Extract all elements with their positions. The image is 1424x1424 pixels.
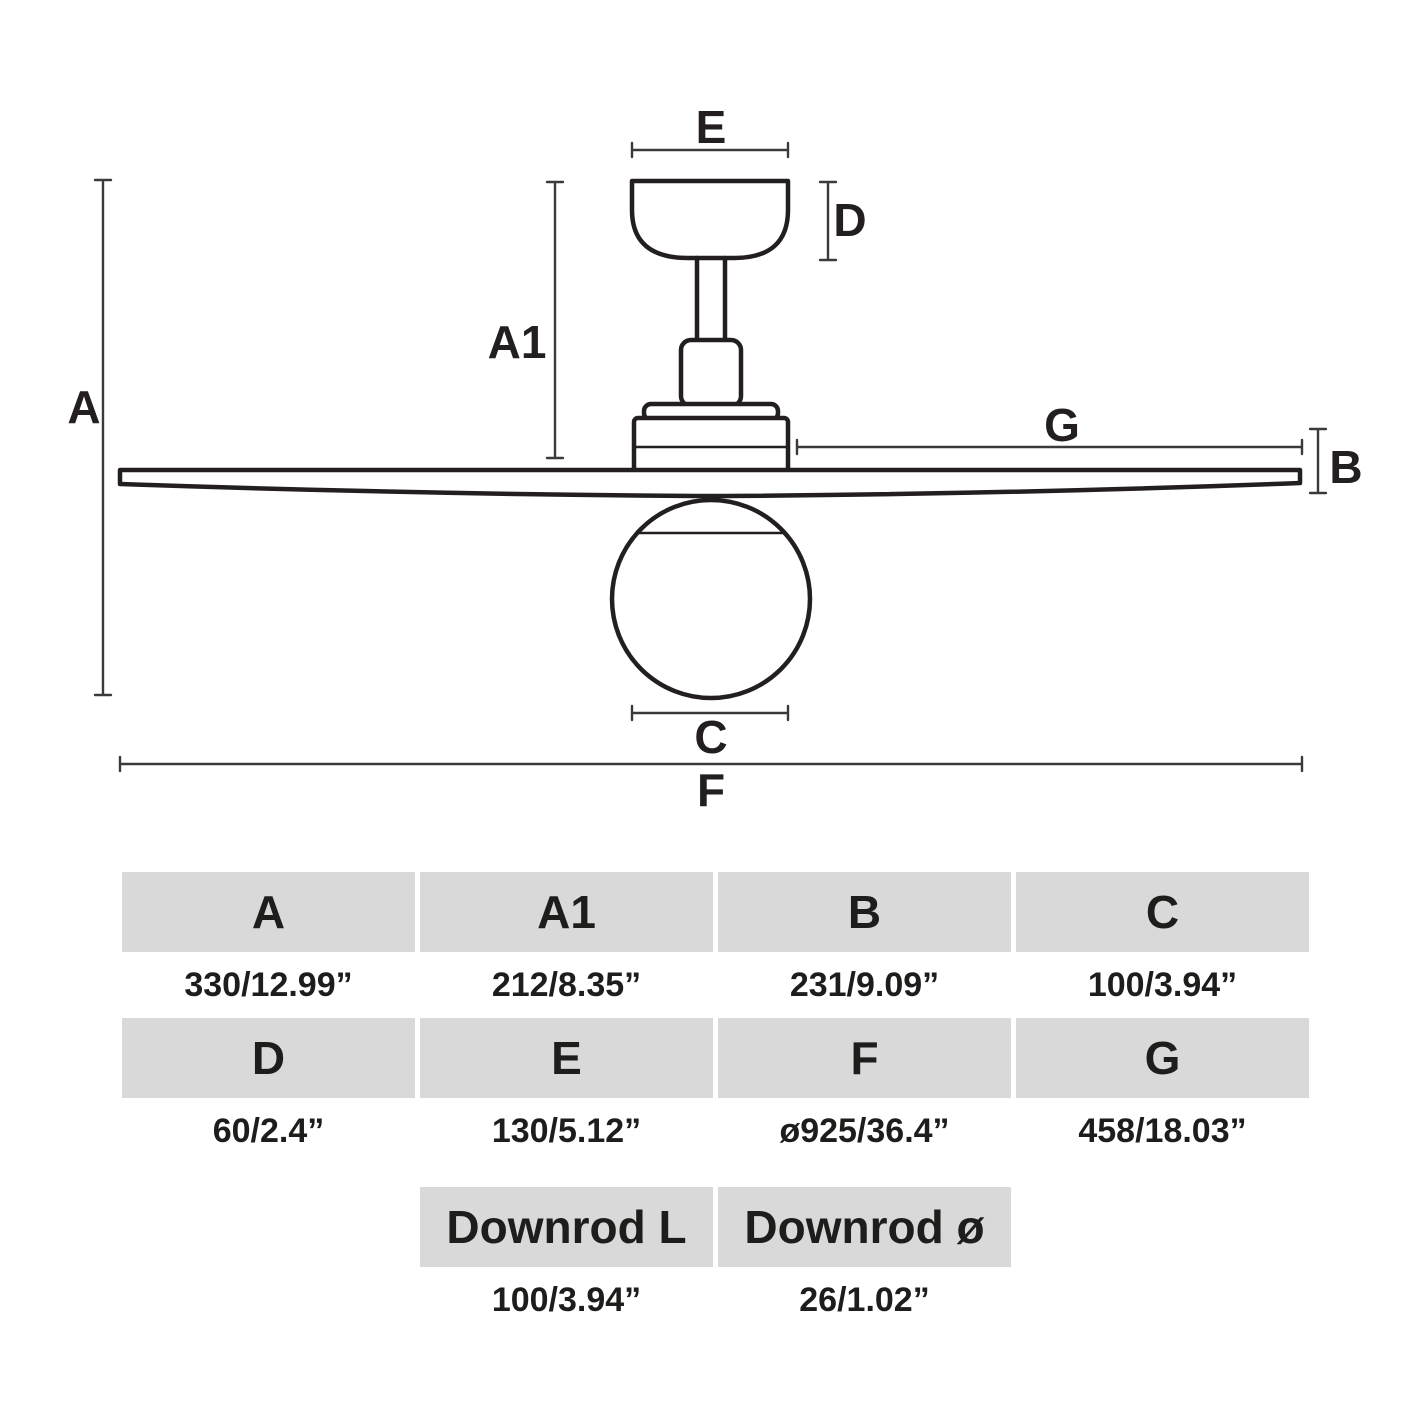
table-spacer xyxy=(122,1164,1309,1187)
header-cell-g: G xyxy=(1016,1018,1309,1098)
value-cell-c: 100/3.94” xyxy=(1016,952,1309,1018)
dim-a1-label: A1 xyxy=(488,316,547,368)
table-value-row-2: 60/2.4” 130/5.12” ø925/36.4” 458/18.03” xyxy=(122,1098,1309,1164)
dim-e-line xyxy=(630,141,790,159)
table-header-row-2: D E F G xyxy=(122,1018,1309,1098)
header-cell-b: B xyxy=(718,872,1011,952)
header-cell-c: C xyxy=(1016,872,1309,952)
light-globe xyxy=(609,497,813,701)
value-cell-e: 130/5.12” xyxy=(420,1098,713,1164)
dim-e-label: E xyxy=(696,101,727,153)
value-cell-b: 231/9.09” xyxy=(718,952,1011,1018)
dim-g-label: G xyxy=(1044,399,1080,451)
table-value-row-1: 330/12.99” 212/8.35” 231/9.09” 100/3.94” xyxy=(122,952,1309,1018)
downrod-value-row: 100/3.94” 26/1.02” xyxy=(122,1267,1309,1333)
motor-coupling xyxy=(678,337,744,409)
header-cell-a: A xyxy=(122,872,415,952)
header-cell-d: D xyxy=(122,1018,415,1098)
value-cell-f: ø925/36.4” xyxy=(718,1098,1011,1164)
dim-b-label: B xyxy=(1329,441,1362,493)
dim-f-label: F xyxy=(697,764,725,816)
dim-b-line xyxy=(1308,427,1328,495)
dim-d-line xyxy=(818,180,838,262)
dim-a-line xyxy=(93,178,113,697)
value-cell-a1: 212/8.35” xyxy=(420,952,713,1018)
dim-c-label: C xyxy=(694,711,727,763)
motor-housing xyxy=(631,415,791,475)
fan-blades xyxy=(117,467,1303,499)
downrod-header-row: Downrod L Downrod ø xyxy=(122,1187,1309,1267)
ceiling-canopy xyxy=(629,178,791,261)
header-cell-a1: A1 xyxy=(420,872,713,952)
dim-d-label: D xyxy=(833,194,866,246)
dim-a-label: A xyxy=(67,381,100,433)
table-header-row-1: A A1 B C xyxy=(122,872,1309,952)
value-cell-g: 458/18.03” xyxy=(1016,1098,1309,1164)
value-cell-downrod-l: 100/3.94” xyxy=(420,1267,713,1333)
value-cell-a: 330/12.99” xyxy=(122,952,415,1018)
value-cell-d: 60/2.4” xyxy=(122,1098,415,1164)
header-cell-downrod-dia: Downrod ø xyxy=(718,1187,1011,1267)
fan-diagram: A A1 E D G B C F xyxy=(67,101,1362,816)
header-cell-downrod-l: Downrod L xyxy=(420,1187,713,1267)
dim-f-line xyxy=(118,755,1304,773)
value-cell-downrod-dia: 26/1.02” xyxy=(718,1267,1011,1333)
dim-g-line xyxy=(795,438,1304,456)
downrod xyxy=(694,255,728,343)
dim-c-line xyxy=(630,704,790,722)
header-cell-e: E xyxy=(420,1018,713,1098)
dim-a1-line xyxy=(545,180,565,460)
header-cell-f: F xyxy=(718,1018,1011,1098)
dimension-table: A A1 B C 330/12.99” 212/8.35” 231/9.09” … xyxy=(122,872,1309,1333)
